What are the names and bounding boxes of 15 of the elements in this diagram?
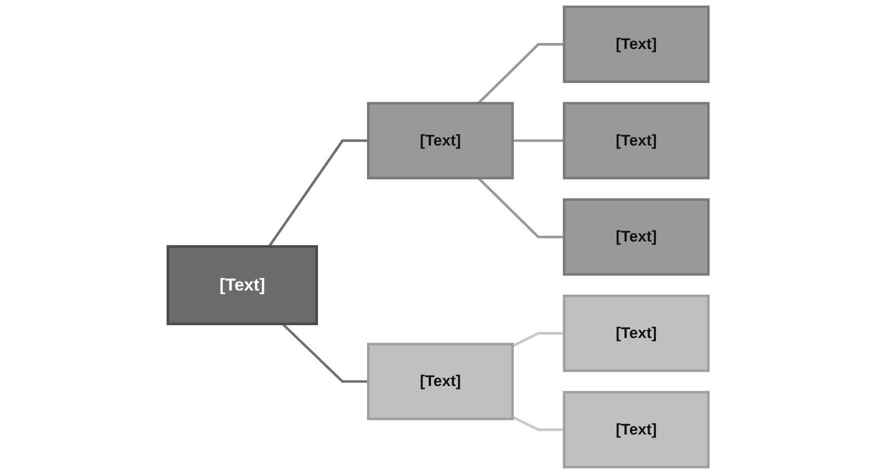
node-box: [Text]	[563, 102, 710, 180]
node-box: [Text]	[166, 245, 318, 326]
connector	[512, 332, 564, 348]
node-box: [Text]	[367, 102, 514, 180]
connector	[268, 139, 369, 248]
node-box: [Text]	[367, 342, 514, 420]
node-box: [Text]	[563, 294, 710, 372]
node-box: [Text]	[563, 6, 710, 83]
connector	[478, 43, 564, 104]
node-box: [Text]	[563, 198, 710, 276]
connector	[282, 322, 369, 383]
connector	[512, 416, 564, 431]
connector	[512, 139, 564, 142]
connector	[478, 177, 564, 238]
node-box: [Text]	[563, 390, 710, 468]
